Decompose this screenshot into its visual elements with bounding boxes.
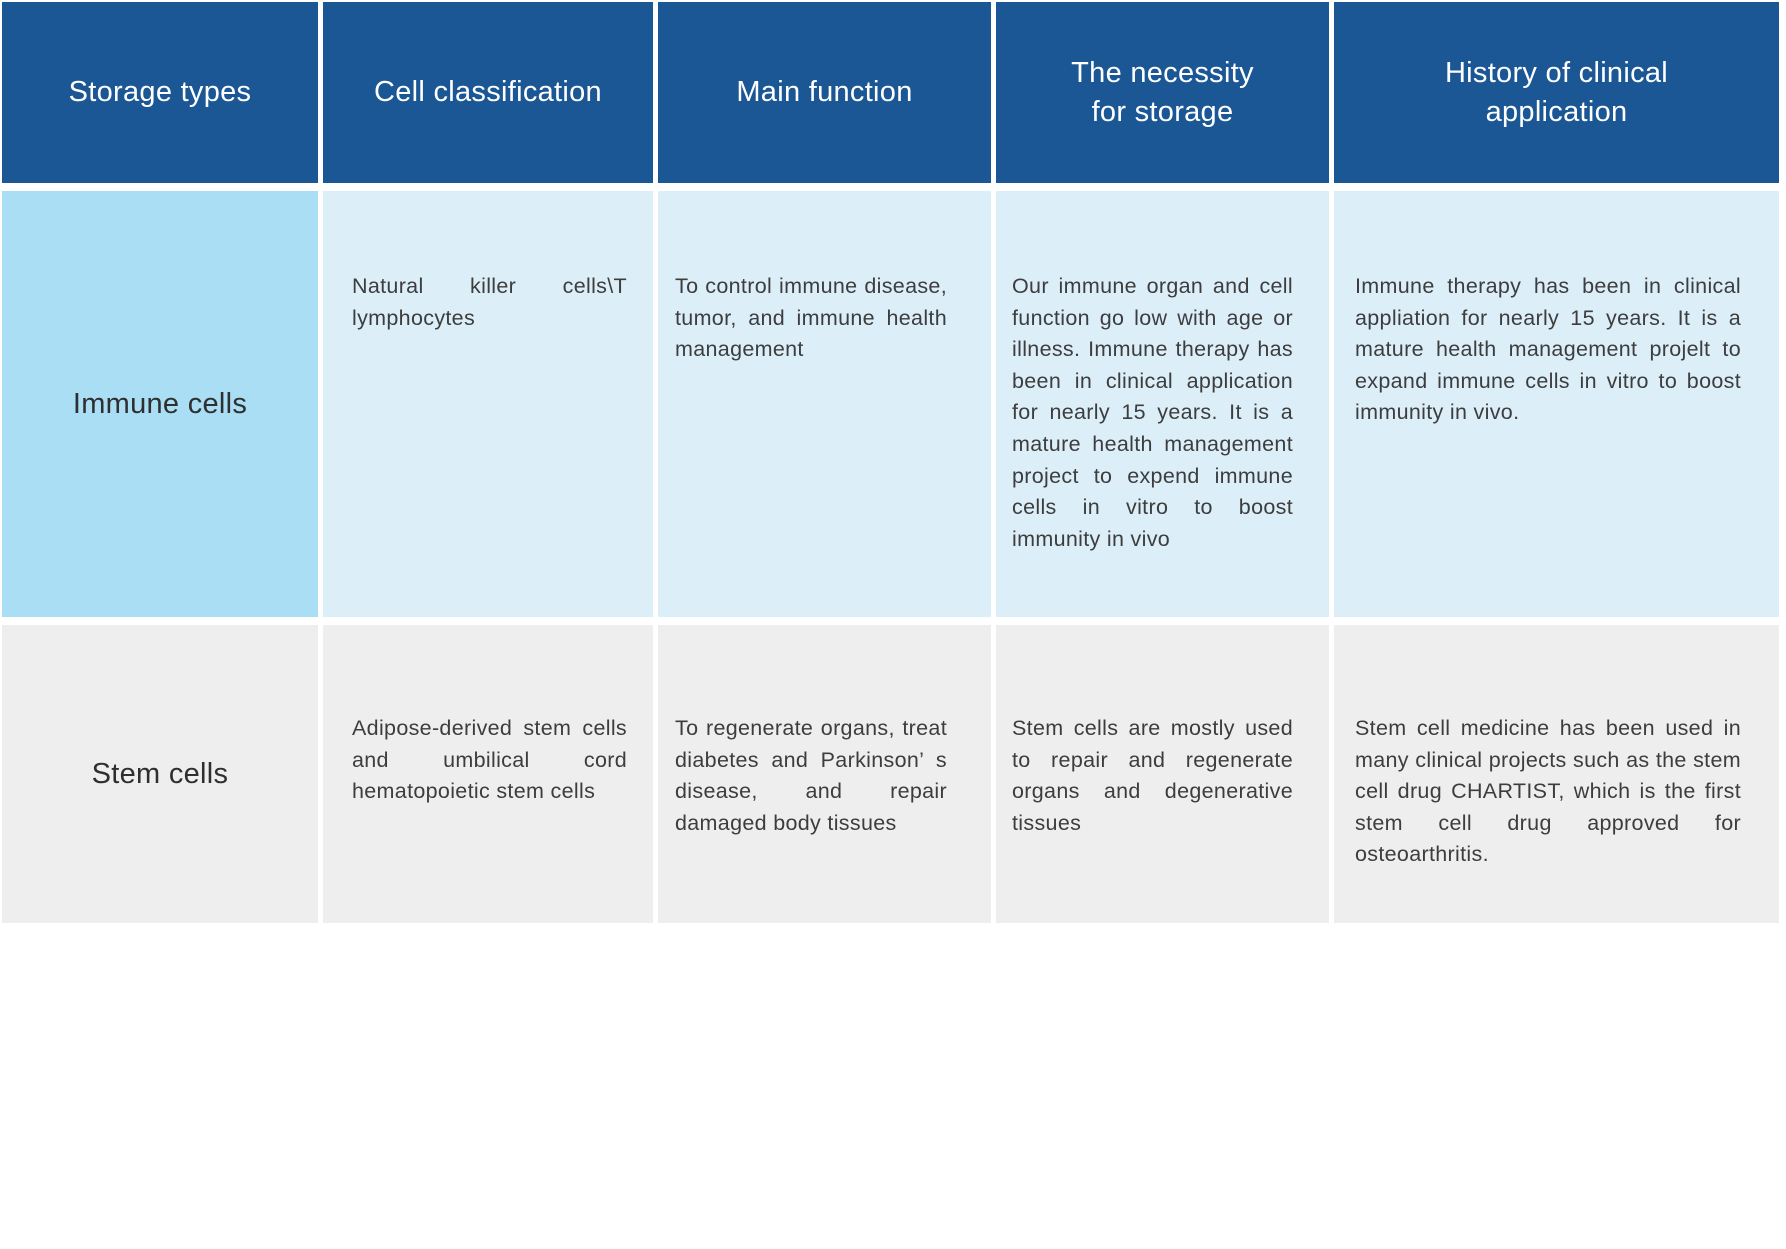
cell-immune-main-function: To control immune disease, tumor, and im…	[658, 191, 991, 617]
header-label: History of clinical application	[1444, 57, 1669, 128]
cell-stem-classification: Adipose-derived stem cells and umbilical…	[323, 625, 653, 923]
header-label: Cell classification	[374, 76, 602, 109]
cell-stem-history: Stem cell medicine has been used in many…	[1334, 625, 1779, 923]
cell-immune-history: Immune therapy has been in clinical appl…	[1334, 191, 1779, 617]
header-cell-storage-types: Storage types	[2, 2, 318, 183]
header-label: Main function	[736, 76, 913, 109]
table-row-immune-cells: Immune cells Natural killer cells\T lymp…	[2, 191, 1784, 617]
row-label-stem-cells: Stem cells	[2, 625, 318, 923]
header-label: The necessity for storage	[1071, 57, 1254, 128]
cell-stem-necessity: Stem cells are mostly used to repair and…	[996, 625, 1329, 923]
header-cell-history-of-clinical-application: History of clinical application	[1334, 2, 1779, 183]
header-cell-necessity-for-storage: The necessity for storage	[996, 2, 1329, 183]
cell-stem-main-function: To regenerate organs, treat diabetes and…	[658, 625, 991, 923]
table-row-stem-cells: Stem cells Adipose-derived stem cells an…	[2, 625, 1784, 923]
header-cell-cell-classification: Cell classification	[323, 2, 653, 183]
row-label-immune-cells: Immune cells	[2, 191, 318, 617]
cell-immune-necessity: Our immune organ and cell function go lo…	[996, 191, 1329, 617]
header-label: Storage types	[68, 76, 252, 109]
header-cell-main-function: Main function	[658, 2, 991, 183]
table-header-row: Storage types Cell classification Main f…	[2, 2, 1784, 183]
storage-comparison-table: Storage types Cell classification Main f…	[2, 2, 1784, 923]
cell-immune-classification: Natural killer cells\T lymphocytes	[323, 191, 653, 617]
